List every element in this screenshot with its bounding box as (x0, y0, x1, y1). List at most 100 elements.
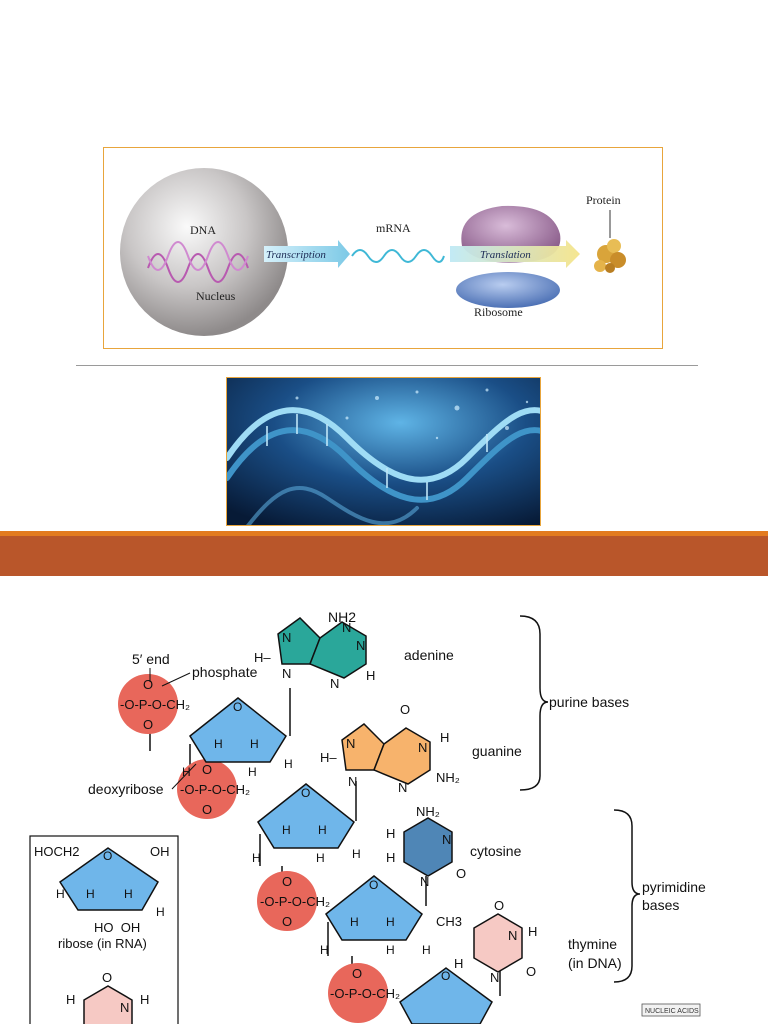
ribosome-label: Ribosome (474, 305, 523, 319)
svg-text:N: N (442, 832, 451, 847)
purine-bases-label: purine bases (549, 694, 629, 710)
svg-text:O: O (494, 898, 504, 913)
svg-text:N: N (348, 774, 357, 789)
svg-text:O: O (400, 702, 410, 717)
sugar-ring-1 (189, 697, 287, 763)
svg-text:H: H (250, 737, 259, 751)
five-prime-end-label: 5′ end (132, 651, 170, 667)
svg-text:NH₂: NH₂ (416, 804, 440, 819)
sugar-ring-2 (257, 783, 355, 849)
svg-text:-O-P-O-CH₂: -O-P-O-CH₂ (120, 697, 190, 712)
phosphate-circle-3 (257, 871, 317, 931)
svg-text:O: O (102, 970, 112, 985)
protein-cluster (594, 239, 626, 273)
svg-text:H: H (386, 826, 395, 841)
svg-text:NH₂: NH₂ (436, 770, 460, 785)
dna-photo (226, 377, 541, 526)
svg-text:O: O (441, 969, 450, 983)
translation-label: Translation (480, 249, 531, 261)
svg-text:H: H (214, 737, 223, 751)
orange-band (0, 531, 768, 576)
nucleic-acids-stamp-box (641, 1003, 701, 1017)
svg-text:H: H (282, 823, 291, 837)
svg-text:H: H (252, 851, 261, 865)
deoxyribose-pointer (171, 763, 197, 790)
transcription-label: Transcription (266, 249, 326, 261)
purine-bracket (519, 615, 549, 791)
svg-text:-O-P-O-CH₂: -O-P-O-CH₂ (330, 986, 400, 1001)
ribose-h-atoms: H H H H (56, 887, 165, 919)
svg-text:H: H (66, 992, 75, 1007)
svg-text:O: O (526, 964, 536, 979)
svg-text:N: N (398, 780, 407, 795)
nucleic-acid-svg: -O-P-O-CH₂ O O -O-P-O-CH₂ O O -O-P-O-CH₂ O… (29, 609, 706, 1024)
svg-text:N: N (508, 928, 517, 943)
sugar-ring-3 (325, 875, 423, 941)
svg-text:H: H (528, 924, 537, 939)
svg-text:N: N (282, 666, 291, 681)
svg-text:O: O (143, 677, 153, 692)
thymine-molecule: NN OO HH (454, 898, 537, 985)
nucleus-label: Nucleus (196, 289, 236, 303)
phosphate-groups (118, 674, 388, 1023)
svg-text:H: H (318, 823, 327, 837)
svg-text:O: O (233, 700, 242, 714)
svg-text:H: H (386, 915, 395, 929)
deoxyribose-label: deoxyribose (88, 781, 164, 797)
adenine-label: adenine (404, 647, 454, 663)
svg-text:N: N (120, 1000, 129, 1015)
phosphate-circle-2 (177, 759, 237, 819)
sugar-ring-4 (399, 967, 493, 1024)
svg-text:O: O (369, 878, 378, 892)
svg-text:H: H (422, 943, 431, 957)
svg-text:H: H (124, 887, 133, 901)
svg-text:O: O (301, 786, 310, 800)
svg-text:H: H (248, 765, 257, 779)
svg-text:O: O (282, 874, 292, 889)
guanine-label: guanine (472, 743, 522, 759)
protein-label: Protein (586, 193, 621, 207)
svg-text:N: N (420, 874, 429, 889)
mrna-label: mRNA (376, 221, 411, 235)
svg-text:N: N (282, 630, 291, 645)
svg-text:H: H (284, 757, 293, 771)
svg-text:-O-P-O-CH₂: -O-P-O-CH₂ (260, 894, 330, 909)
svg-text:H: H (56, 887, 65, 901)
central-dogma-diagram: DNA Nucleus Transcription mRNA Translati… (103, 147, 663, 349)
ch3-label: CH3 (436, 914, 462, 929)
svg-text:N: N (418, 740, 427, 755)
pyrimidine-label-line2: bases (642, 897, 679, 913)
ribose-label: ribose (in RNA) (58, 936, 147, 951)
svg-text:O: O (456, 866, 466, 881)
adenine-molecule: NNN NN H–H (254, 617, 375, 691)
sugar-rings (189, 697, 493, 1024)
svg-text:O: O (202, 762, 212, 777)
svg-text:O: O (202, 802, 212, 817)
dna-photo-art (227, 378, 540, 525)
ribose-ring (58, 847, 159, 911)
ribose-ring-oxygen: O (103, 849, 112, 863)
svg-text:N: N (346, 736, 355, 751)
svg-text:H: H (86, 887, 95, 901)
adenine-nh2-label: NH2 (328, 609, 356, 625)
svg-text:O: O (282, 914, 292, 929)
svg-text:H: H (440, 730, 449, 745)
mrna-strand (351, 249, 445, 263)
svg-text:O: O (143, 717, 153, 732)
svg-text:H: H (140, 992, 149, 1007)
thymine-label-line2: (in DNA) (568, 955, 622, 971)
central-dogma-svg: DNA Nucleus Transcription mRNA Translati… (120, 168, 626, 336)
svg-text:-O-P-O-CH₂: -O-P-O-CH₂ (180, 782, 250, 797)
ribose-ho-oh-label: HO OH (94, 920, 140, 935)
thymine-label-line1: thymine (568, 936, 617, 952)
svg-text:H: H (156, 905, 165, 919)
nucleus-sphere (120, 168, 288, 336)
ribose-oh-label: OH (150, 844, 170, 859)
svg-text:N: N (330, 676, 339, 691)
phosphate-text: -O-P-O-CH₂ O O -O-P-O-CH₂ O O -O-P-O-CH₂ O… (120, 677, 400, 1001)
translation-arrow (450, 240, 580, 268)
pyrimidine-bracket (613, 809, 641, 983)
